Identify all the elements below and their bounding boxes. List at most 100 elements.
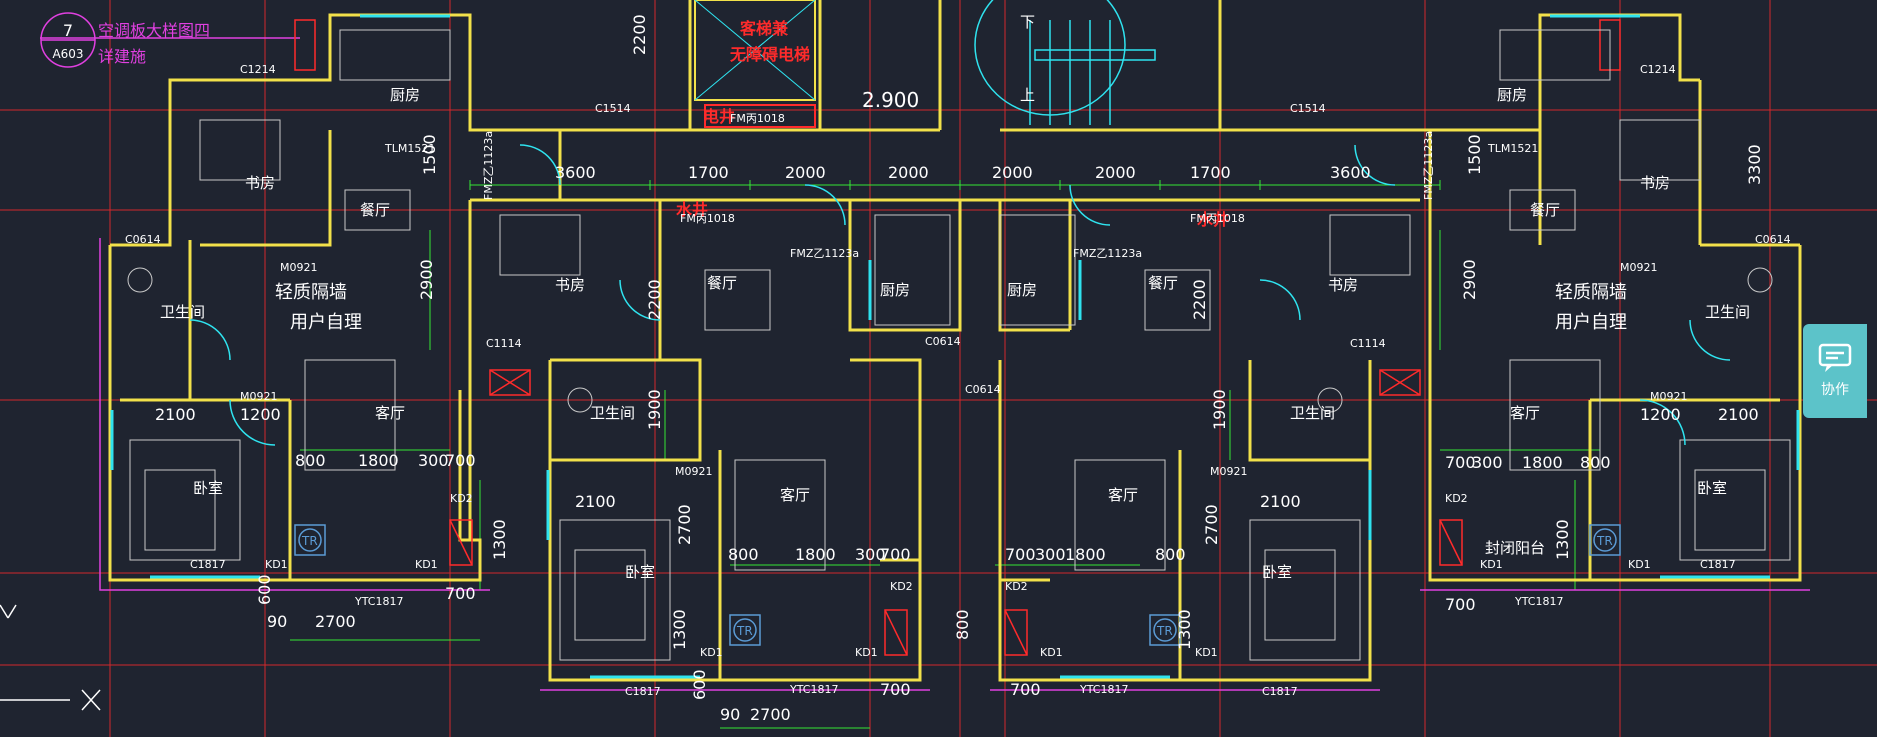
tag-kd2-1: KD2 <box>450 492 473 505</box>
dim-1500-l: 1500 <box>420 134 439 175</box>
dim-2000-4: 2000 <box>1095 163 1136 182</box>
tag-c0614-2: C0614 <box>965 383 1001 396</box>
tag-kd1-1: KD1 <box>265 558 288 571</box>
tag-c1817-1: C1817 <box>190 558 226 571</box>
label-user-2: 用户自理 <box>1555 312 1627 333</box>
dim-600-1: 600 <box>255 574 274 605</box>
room-living-4: 客厅 <box>1510 404 1540 422</box>
dim-300-3: 300 <box>1035 545 1066 564</box>
dim-700-2: 700 <box>445 584 476 603</box>
room-kitchen-4: 厨房 <box>1497 86 1527 104</box>
dimension-lines <box>290 180 1760 729</box>
dim-1300-1: 1300 <box>670 609 689 650</box>
tag-c1514-r: C1514 <box>1290 102 1326 115</box>
room-study-2: 书房 <box>555 276 585 294</box>
dim-700-3: 700 <box>880 545 911 564</box>
dim-700-6: 700 <box>1010 680 1041 699</box>
tag-kd1-5: KD1 <box>1040 646 1063 659</box>
room-dining-3: 餐厅 <box>1148 274 1178 292</box>
tag-c1214-r: C1214 <box>1640 63 1676 76</box>
tag-kd1-8: KD1 <box>1628 558 1651 571</box>
walls <box>108 0 1802 682</box>
stair-down: 下 <box>1020 13 1035 31</box>
tag-c1214-l: C1214 <box>240 63 276 76</box>
tag-kd1-2: KD1 <box>415 558 438 571</box>
tag-tlm1521-l: TLM1521 <box>384 142 435 155</box>
dim-1300-4: 1300 <box>1553 519 1572 560</box>
tr-label-2: TR <box>736 624 753 638</box>
dim-800-v: 800 <box>953 609 972 640</box>
elevator-label-2: 无障碍电梯 <box>729 45 810 64</box>
stair <box>974 0 1156 125</box>
dim-800-2: 800 <box>728 545 759 564</box>
room-bedroom-2: 卧室 <box>625 563 655 581</box>
room-living-3: 客厅 <box>1108 486 1138 504</box>
dim-1300-3: 1300 <box>490 519 509 560</box>
dim-700-1: 700 <box>445 451 476 470</box>
dim-700-7: 700 <box>1445 453 1476 472</box>
dim-1300-2: 1300 <box>1175 609 1194 650</box>
room-bath-4: 卫生间 <box>1705 303 1750 321</box>
dim-3300: 3300 <box>1745 144 1764 185</box>
dim-1500-r: 1500 <box>1465 134 1484 175</box>
tag-c0614-4: C0614 <box>1755 233 1791 246</box>
tag-kd1-6: KD1 <box>1195 646 1218 659</box>
dim-2000-1: 2000 <box>785 163 826 182</box>
door-swings <box>189 144 1731 446</box>
room-bath-2: 卫生间 <box>590 404 635 422</box>
dim-600-2: 600 <box>690 669 709 700</box>
dim-2200-top: 2200 <box>630 14 649 55</box>
door-tag-fm1018-top: FM丙1018 <box>730 112 785 125</box>
room-bath-3: 卫生间 <box>1290 404 1335 422</box>
room-bedroom-4: 卧室 <box>1697 479 1727 497</box>
tag-kd1-3: KD1 <box>700 646 723 659</box>
dim-1700-r: 1700 <box>1190 163 1231 182</box>
tag-ytc-1: YTC1817 <box>354 595 403 608</box>
room-living-1: 客厅 <box>375 404 405 422</box>
weak-shaft-label-2: 水井 <box>1197 210 1229 229</box>
detail-marker <box>40 12 96 68</box>
elevator-shaft <box>694 0 816 128</box>
dim-2700-2: 2700 <box>750 705 791 724</box>
dim-800-1: 800 <box>295 451 326 470</box>
marker-number: 7 <box>63 21 73 40</box>
tag-c1817-3: C1817 <box>1262 685 1298 698</box>
room-bath-1: 卫生间 <box>160 303 205 321</box>
outline-lines <box>40 37 1810 691</box>
dim-1800-2: 1800 <box>795 545 836 564</box>
dim-3600-r: 3600 <box>1330 163 1371 182</box>
room-bedroom-3: 卧室 <box>1262 563 1292 581</box>
room-kitchen-2: 厨房 <box>880 281 910 299</box>
room-bedroom-1: 卧室 <box>193 479 223 497</box>
dim-2900-r: 2900 <box>1460 259 1479 300</box>
dim-1800-3: 1800 <box>1065 545 1106 564</box>
tag-fmz-4: FMZ乙1123a <box>1073 247 1142 260</box>
tag-tlm1521-r: TLM1521 <box>1487 142 1538 155</box>
label-partition-2: 轻质隔墙 <box>1555 282 1627 303</box>
tag-c1817-2: C1817 <box>625 685 661 698</box>
tag-fmz-1: FMZ乙1123a <box>482 131 495 200</box>
dim-1900-l: 1900 <box>645 389 664 430</box>
dim-2700-vr: 2700 <box>1202 504 1221 545</box>
room-kitchen-1: 厨房 <box>390 86 420 104</box>
drawing-text: 7 A603 空调板大样图四 详建施 客梯兼 无障碍电梯 电井 FM丙1018 … <box>52 13 1790 724</box>
elevator-label-1: 客梯兼 <box>740 19 788 38</box>
dim-700-5: 700 <box>1005 545 1036 564</box>
tag-fm1018-r: FM丙1018 <box>1190 212 1245 225</box>
tr-symbols <box>294 524 1621 646</box>
room-study-1: 书房 <box>245 174 275 192</box>
marker-subtitle: 详建施 <box>98 47 146 66</box>
dim-1200-2: 1200 <box>1640 405 1681 424</box>
collaboration-button[interactable]: 协作 <box>1803 324 1867 418</box>
room-dining-2: 餐厅 <box>707 274 737 292</box>
chat-bubble-icon <box>1818 343 1852 372</box>
tr-label-1: TR <box>301 534 318 548</box>
tag-fm1018-l: FM丙1018 <box>680 212 735 225</box>
dim-2900-l: 2900 <box>417 259 436 300</box>
tr-label-4: TR <box>1596 534 1613 548</box>
tag-m0921-6: M0921 <box>1210 465 1248 478</box>
room-balcony: 封闭阳台 <box>1485 539 1545 557</box>
room-dining-1: 餐厅 <box>360 201 390 219</box>
label-partition-1: 轻质隔墙 <box>275 282 347 303</box>
